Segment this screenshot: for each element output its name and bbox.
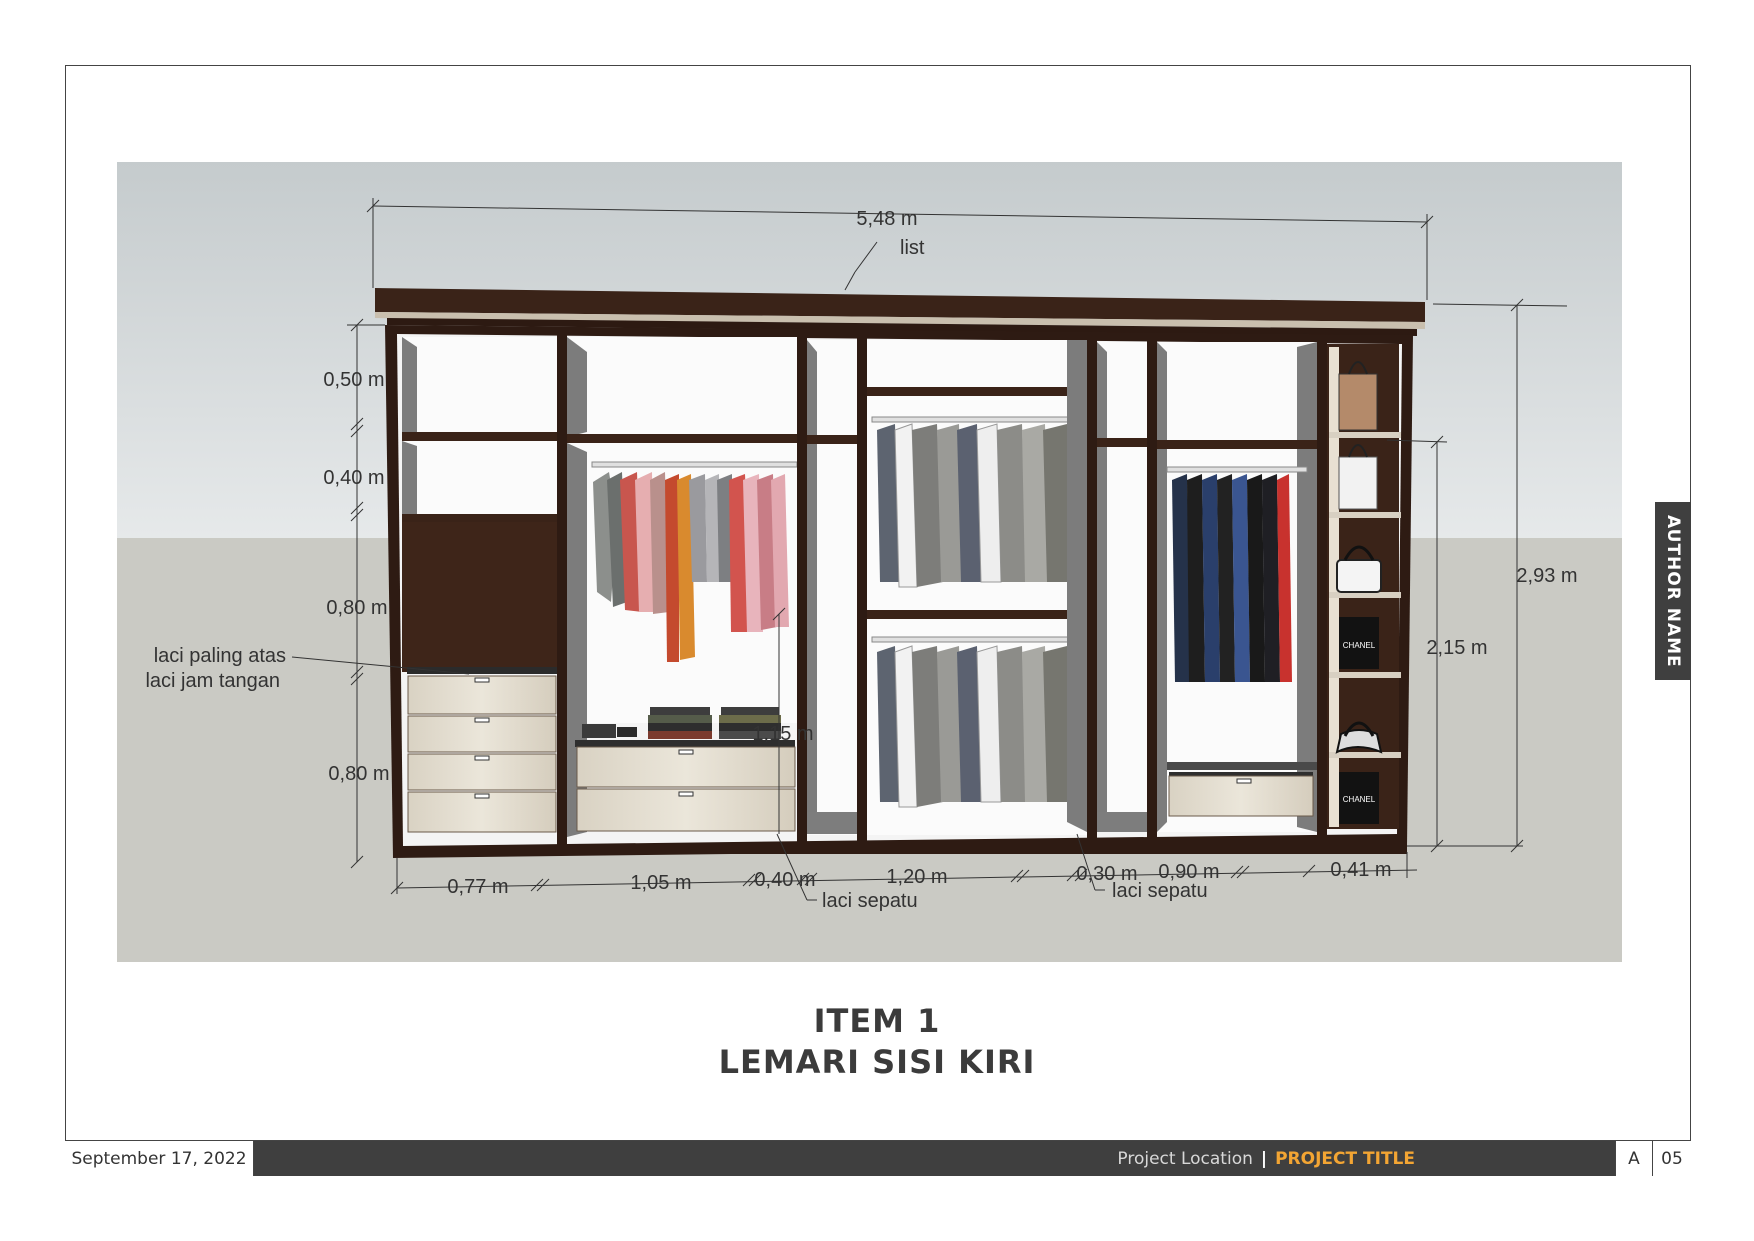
note-list: list <box>900 237 925 259</box>
revision-letter: A <box>1615 1141 1652 1176</box>
hanging-jackets-upper <box>877 423 1073 588</box>
dimension-lines <box>291 198 1568 901</box>
hanging-dresses <box>1172 474 1292 682</box>
note-laci-paling-atas: laci paling atas <box>154 645 286 667</box>
project-location: Project Location <box>1117 1148 1253 1169</box>
hanging-jackets-lower <box>877 645 1073 808</box>
note-laci-sepatu-1: laci sepatu <box>822 890 918 912</box>
title-block-footer: September 17, 2022 Project Location | PR… <box>65 1140 1691 1176</box>
dim-overall-height: 2,93 m <box>1516 565 1577 587</box>
dim-mid-height: 1,15 m <box>752 723 813 745</box>
note-laci-sepatu-2: laci sepatu <box>1112 880 1208 902</box>
dim-left-h2: 0,40 m <box>323 467 384 489</box>
dim-overall-width: 5,48 m <box>856 208 917 230</box>
project-title: PROJECT TITLE <box>1275 1148 1415 1169</box>
dim-w4: 1,20 m <box>886 866 947 888</box>
dim-inner-height: 2,15 m <box>1426 637 1487 659</box>
dimension-labels: 5,48 m 2,93 m 2,15 m 0,50 m 0,40 m 0,80 … <box>145 208 1577 912</box>
drawer-stack-left <box>407 675 557 833</box>
dim-w1: 0,77 m <box>447 876 508 898</box>
dim-w2: 1,05 m <box>630 872 691 894</box>
dim-w5: 0,30 m <box>1076 863 1137 885</box>
dim-w6: 0,90 m <box>1158 861 1219 883</box>
chanel-label-2: CHANEL <box>1343 795 1376 804</box>
chanel-label-1: CHANEL <box>1343 641 1376 650</box>
note-laci-jam-tangan: laci jam tangan <box>145 670 280 692</box>
folded-clothes <box>582 707 781 739</box>
footer-separator: | <box>1260 1148 1268 1169</box>
caption-item-number: ITEM 1 <box>813 1002 941 1040</box>
wardrobe-body: CHANEL CHANEL <box>375 288 1425 858</box>
page-number: 05 <box>1652 1141 1691 1176</box>
author-name: AUTHOR NAME <box>1663 514 1683 668</box>
hanging-clothes-section-2 <box>593 472 789 662</box>
footer-date: September 17, 2022 <box>65 1141 254 1176</box>
shopping-bags-and-handbags: CHANEL CHANEL <box>1335 361 1383 824</box>
dim-w3: 0,40 m <box>754 869 815 891</box>
dim-left-h1: 0,50 m <box>323 369 384 391</box>
dim-w7: 0,41 m <box>1330 859 1391 881</box>
author-side-tab: AUTHOR NAME <box>1655 502 1691 680</box>
footer-project-bar: Project Location | PROJECT TITLE <box>254 1141 1615 1176</box>
dim-left-h4: 0,80 m <box>328 763 389 785</box>
wardrobe-render: CHANEL CHANEL <box>117 162 1622 962</box>
dim-left-h3: 0,80 m <box>326 597 387 619</box>
caption-item-title: LEMARI SISI KIRI <box>718 1043 1036 1081</box>
